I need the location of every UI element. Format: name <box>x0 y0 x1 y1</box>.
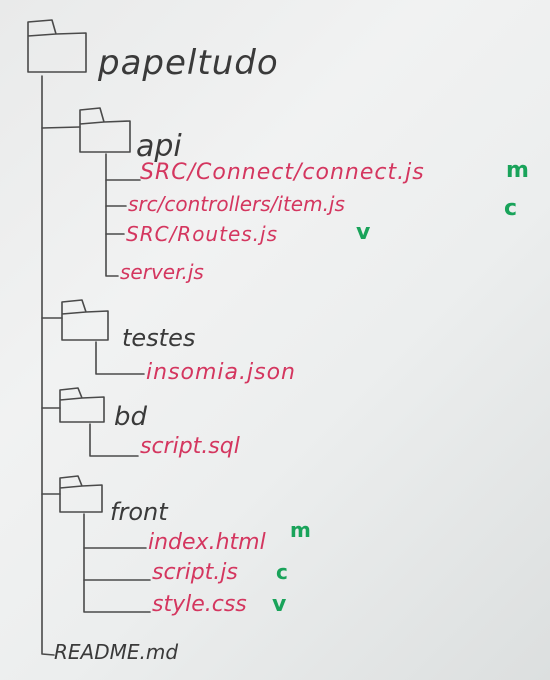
folder-label-api: api <box>136 129 182 164</box>
tree-trunk <box>41 75 55 656</box>
readme-label: README.md <box>54 640 179 664</box>
folder-icon-testes <box>61 299 109 341</box>
file-label: script.sql <box>140 434 240 459</box>
file-label: style.css <box>152 592 247 617</box>
front-trunk <box>83 513 151 613</box>
folder-icon-papeltudo <box>27 19 87 73</box>
status-mark: m <box>506 158 529 183</box>
file-label: index.html <box>148 530 266 555</box>
folder-label-front: front <box>110 498 168 526</box>
testes-trunk <box>95 341 145 375</box>
file-label: script.js <box>152 560 238 585</box>
file-label: server.js <box>120 260 204 284</box>
status-mark: m <box>290 518 311 542</box>
status-mark: c <box>276 560 288 584</box>
status-mark: c <box>504 196 518 221</box>
file-label: SRC/Connect/connect.js <box>140 160 425 185</box>
branch-api <box>41 126 81 129</box>
folder-icon-api <box>79 107 131 153</box>
folder-icon-front <box>59 475 103 513</box>
file-label: SRC/Routes.js <box>126 222 279 246</box>
status-mark: v <box>356 220 371 245</box>
folder-label-papeltudo: papeltudo <box>98 43 279 83</box>
file-label: insomia.json <box>146 360 296 385</box>
api-trunk <box>105 153 119 277</box>
bd-trunk <box>89 423 139 457</box>
status-mark: v <box>272 592 287 617</box>
folder-icon-bd <box>59 387 105 423</box>
folder-label-bd: bd <box>114 402 148 432</box>
folder-label-testes: testes <box>122 324 196 352</box>
file-label: src/controllers/item.js <box>128 192 345 216</box>
